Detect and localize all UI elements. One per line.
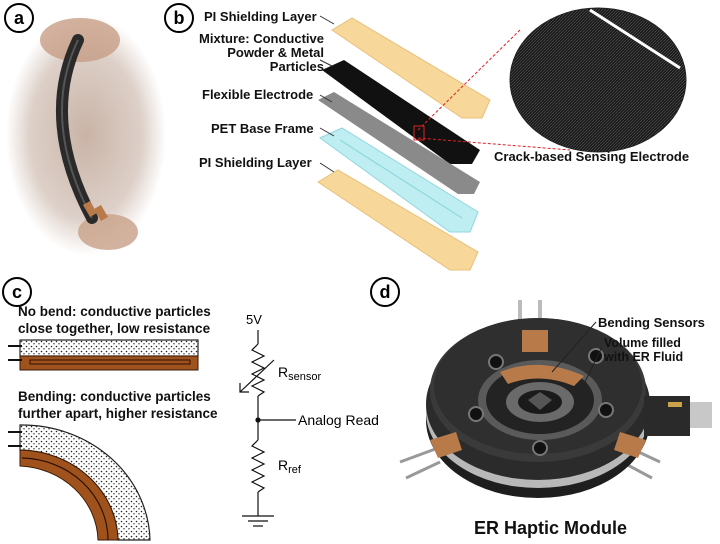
panel-c-bent-section xyxy=(8,424,151,541)
bending-sensors-label: Bending Sensors xyxy=(598,315,705,330)
panel-c-straight-section xyxy=(8,339,199,371)
voltage-divider-circuit xyxy=(239,330,296,527)
pi-shielding-layer-top xyxy=(331,17,491,119)
crack-zoom-view xyxy=(510,8,686,152)
bend-caption: Bending: conductive particles further ap… xyxy=(18,389,218,421)
supply-label: 5V xyxy=(246,312,262,327)
panel-badge-d-label: d xyxy=(379,281,391,302)
rref-resistor xyxy=(250,439,266,493)
analog-read-label: Analog Read xyxy=(298,412,379,428)
rref-label-sub: ref xyxy=(288,464,301,476)
layer-label-pet: PET Base Frame xyxy=(211,121,314,136)
panel-badge-b-label: b xyxy=(173,7,185,28)
rsensor-resistor xyxy=(250,343,266,397)
volume-label-line1: Volume filled xyxy=(604,336,681,350)
rref-label-main: R xyxy=(278,457,289,473)
panel-b-layers xyxy=(317,7,687,271)
layer-label-pi-bottom: PI Shielding Layer xyxy=(199,155,312,170)
layer-label-electrode: Flexible Electrode xyxy=(202,87,314,102)
rsensor-label: Rsensor xyxy=(278,364,322,383)
rsensor-label-main: R xyxy=(278,364,289,380)
layer-label-mixture: Mixture: Conductive Powder & Metal Parti… xyxy=(199,31,324,74)
panel-badge-c: c xyxy=(2,277,32,307)
panel-d-module xyxy=(399,300,712,498)
panel-badge-a-label: a xyxy=(13,7,24,28)
panel-badge-c-label: c xyxy=(11,281,22,302)
panel-badge-d: d xyxy=(370,277,400,307)
pet-base-frame xyxy=(319,127,479,233)
panel-badge-a: a xyxy=(4,3,34,33)
panel-badge-b: b xyxy=(164,3,194,33)
crack-sensing-electrode-label: Crack-based Sensing Electrode xyxy=(494,149,690,164)
panel-a-photo xyxy=(6,15,166,255)
mixture-layer xyxy=(322,60,480,164)
rref-label: Rref xyxy=(278,457,301,476)
flexible-electrode-layer xyxy=(318,92,480,194)
layer-label-pi-top: PI Shielding Layer xyxy=(204,9,317,24)
no-bend-caption: No bend: conductive particles close toge… xyxy=(18,304,211,336)
rsensor-label-sub: sensor xyxy=(288,371,322,383)
volume-label-line2: with ER Fluid xyxy=(604,350,684,364)
module-title: ER Haptic Module xyxy=(474,518,628,538)
pi-shielding-layer-bottom xyxy=(317,169,479,271)
